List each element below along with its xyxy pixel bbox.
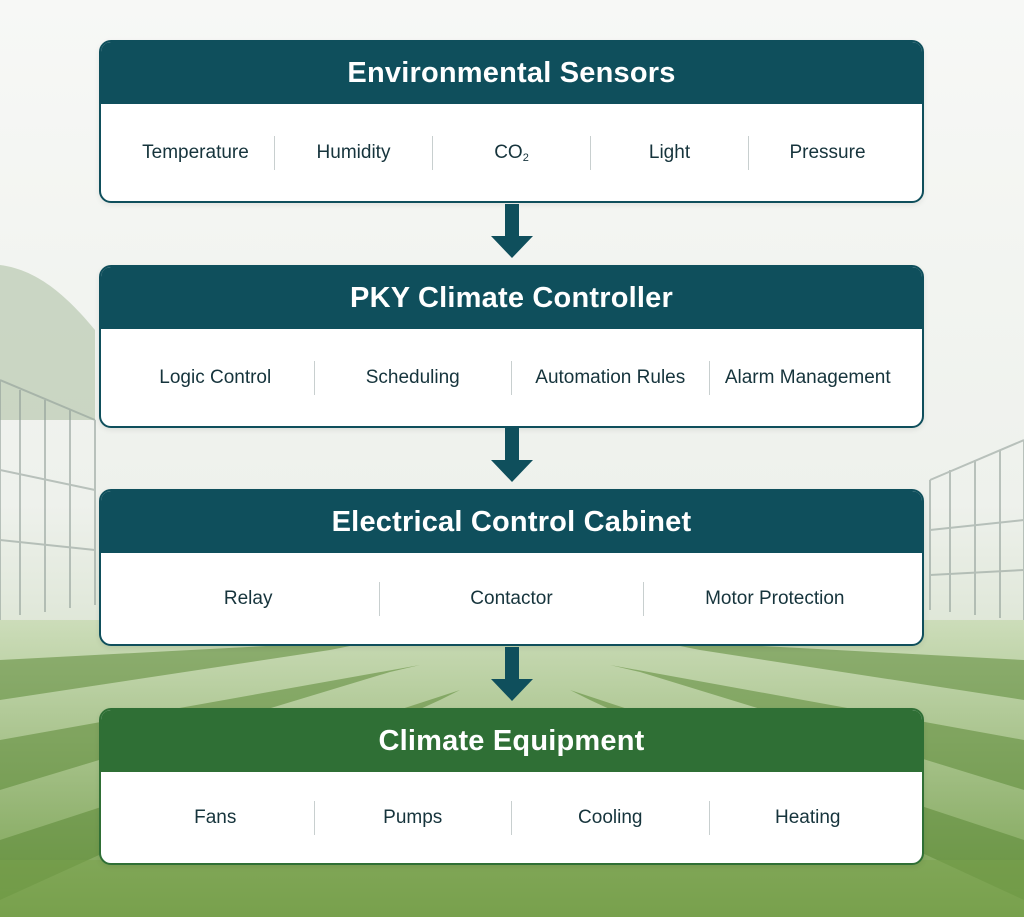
item-co2: CO2 [433,142,590,164]
item-logic-control: Logic Control [159,366,272,388]
item-divider [511,800,512,835]
layer-electrical-cabinet: Electrical Control Cabinet Relay Contact… [99,489,924,646]
layer-climate-controller: PKY Climate Controller Logic Control Sch… [99,265,924,428]
layer-title: PKY Climate Controller [101,267,922,329]
item-divider [379,581,381,616]
item-automation-rules: Automation Rules [535,366,686,388]
arrow-down-icon [491,204,533,258]
item-humidity: Humidity [316,141,391,163]
item-divider [590,135,591,170]
layer-climate-equipment: Climate Equipment Fans Pumps Cooling Hea… [99,708,924,865]
item-fans: Fans [194,806,237,828]
item-divider [511,360,512,395]
item-divider [274,135,275,170]
item-divider [748,135,749,170]
item-scheduling: Scheduling [365,366,460,388]
item-pressure: Pressure [789,141,866,163]
item-divider [708,360,710,395]
item-light: Light [648,141,691,163]
item-relay: Relay [223,587,273,609]
item-temperature: Temperature [142,141,249,163]
item-divider [708,800,710,835]
layer-title: Environmental Sensors [101,42,922,104]
co2-subscript: 2 [522,151,529,164]
layer-items: Logic Control Scheduling Automation Rule… [101,329,922,426]
item-divider [313,360,315,395]
item-cooling: Cooling [578,806,643,828]
item-alarm-management: Alarm Management [724,366,891,388]
layer-items: Relay Contactor Motor Protection [101,553,922,644]
layer-title: Climate Equipment [101,710,922,772]
item-contactor: Contactor [470,587,553,609]
item-divider [432,135,433,170]
layer-title: Electrical Control Cabinet [101,491,922,553]
item-motor-protection: Motor Protection [705,587,845,609]
co2-label: CO [494,141,523,163]
item-pumps: Pumps [383,806,443,828]
item-divider [313,800,315,835]
layer-environmental-sensors: Environmental Sensors Temperature Humidi… [99,40,924,203]
layer-items: Temperature Humidity CO2 Light Pressure [101,104,922,201]
item-divider [642,581,644,616]
arrow-down-icon [491,428,533,482]
item-heating: Heating [775,806,841,828]
arrow-down-icon [491,647,533,701]
layer-items: Fans Pumps Cooling Heating [101,772,922,863]
